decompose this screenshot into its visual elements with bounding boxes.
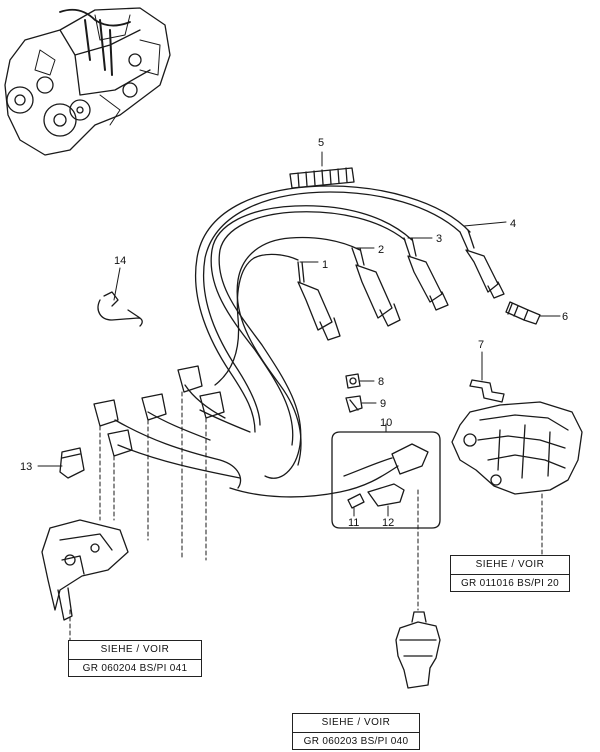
callout-6: 6: [562, 311, 568, 323]
cable-sleeve: [289, 167, 355, 189]
detail-box: [331, 431, 441, 529]
intake-manifold: [451, 401, 583, 495]
cable-end-cap: [59, 447, 85, 479]
clip-9: [345, 395, 363, 413]
distributor: [395, 611, 441, 689]
coil-side-terminals: [93, 365, 225, 457]
reference-box-manifold: SIEHE / VOIR GR 011016 BS/PI 20: [450, 555, 570, 592]
reference-title: SIEHE / VOIR: [69, 641, 201, 660]
reference-code: GR 011016 BS/PI 20: [460, 578, 560, 589]
callout-11: 11: [348, 517, 359, 529]
callout-1: 1: [322, 259, 328, 271]
callout-13: 13: [20, 461, 32, 473]
callout-3: 3: [436, 233, 442, 245]
reference-box-coil: SIEHE / VOIR GR 060204 BS/PI 041: [68, 640, 202, 677]
spark-plug: [505, 301, 541, 325]
callout-10: 10: [380, 417, 392, 429]
plug-connector-4: [459, 229, 505, 299]
clip-8: [345, 373, 361, 389]
ignition-coil: [41, 519, 129, 621]
reference-title: SIEHE / VOIR: [293, 714, 419, 733]
engine-illustration: [4, 7, 171, 156]
reference-code: GR 060204 BS/PI 041: [82, 663, 188, 674]
cable-strap: [97, 291, 143, 327]
plug-connector-3: [403, 237, 449, 311]
bracket: [469, 379, 505, 403]
callout-5: 5: [318, 137, 324, 149]
plug-connector-2: [351, 247, 401, 327]
reference-code: GR 060203 BS/PI 040: [303, 736, 409, 747]
guide-lines: [69, 391, 543, 641]
callout-8: 8: [378, 376, 384, 388]
callout-14: 14: [114, 255, 126, 267]
callout-9: 9: [380, 398, 386, 410]
callout-2: 2: [378, 244, 384, 256]
plug-connector-1: [297, 261, 341, 341]
callout-7: 7: [478, 339, 484, 351]
reference-title: SIEHE / VOIR: [451, 556, 569, 575]
callout-12: 12: [382, 517, 394, 529]
reference-box-distributor: SIEHE / VOIR GR 060203 BS/PI 040: [292, 713, 420, 750]
ignition-cables: [114, 185, 471, 498]
leader-lines: [37, 151, 561, 517]
callout-4: 4: [510, 218, 516, 230]
